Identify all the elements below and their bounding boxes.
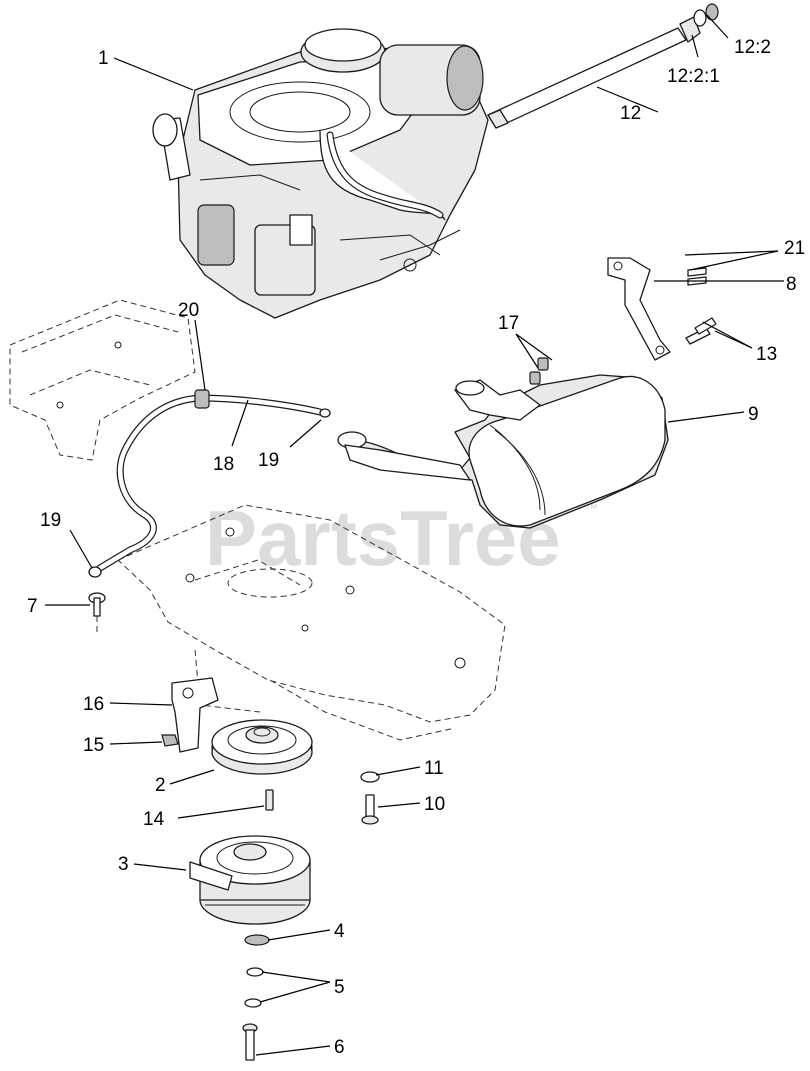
callout-9: 9 bbox=[748, 404, 759, 425]
callout-12-2-1: 12:2:1 bbox=[667, 66, 720, 87]
callout-2: 2 bbox=[155, 775, 166, 796]
callout-5: 5 bbox=[334, 977, 345, 998]
engine bbox=[152, 28, 489, 319]
leader-lines bbox=[45, 14, 784, 1056]
callout-12-2: 12:2 bbox=[734, 37, 771, 58]
callout-19-left: 19 bbox=[40, 510, 61, 531]
callout-3: 3 bbox=[118, 854, 129, 875]
callout-6: 6 bbox=[334, 1037, 345, 1058]
pin bbox=[88, 592, 106, 632]
callout-1: 1 bbox=[98, 48, 109, 69]
callout-13: 13 bbox=[756, 344, 777, 365]
callout-11: 11 bbox=[424, 758, 444, 779]
callout-20: 20 bbox=[178, 300, 199, 321]
clutch-bracket bbox=[161, 677, 219, 753]
callouts: 1 12 12:2 12:2:1 21 8 13 17 9 20 18 19 1… bbox=[27, 37, 805, 1058]
key bbox=[265, 789, 274, 811]
pulley bbox=[211, 719, 313, 775]
callout-17: 17 bbox=[498, 313, 519, 334]
clutch-hardware bbox=[242, 934, 270, 1061]
bolt-and-washer bbox=[360, 771, 380, 825]
callout-14: 14 bbox=[143, 809, 165, 830]
hose-assembly bbox=[88, 389, 331, 578]
muffler bbox=[337, 374, 669, 529]
callout-18: 18 bbox=[213, 454, 234, 475]
dipstick-tube bbox=[487, 3, 719, 129]
callout-10: 10 bbox=[424, 794, 445, 815]
muffler-bracket bbox=[607, 257, 671, 361]
frame-bracket bbox=[9, 299, 196, 461]
callout-4: 4 bbox=[334, 921, 345, 942]
callout-16: 16 bbox=[83, 694, 104, 715]
callout-12: 12 bbox=[620, 103, 641, 124]
callout-8: 8 bbox=[786, 274, 797, 295]
callout-19-right: 19 bbox=[258, 450, 279, 471]
callout-15: 15 bbox=[83, 735, 104, 756]
callout-7: 7 bbox=[27, 596, 38, 617]
mounting-plate bbox=[117, 504, 506, 741]
electric-clutch bbox=[189, 835, 311, 925]
callout-21: 21 bbox=[784, 238, 805, 259]
fasteners-upper bbox=[529, 267, 717, 385]
